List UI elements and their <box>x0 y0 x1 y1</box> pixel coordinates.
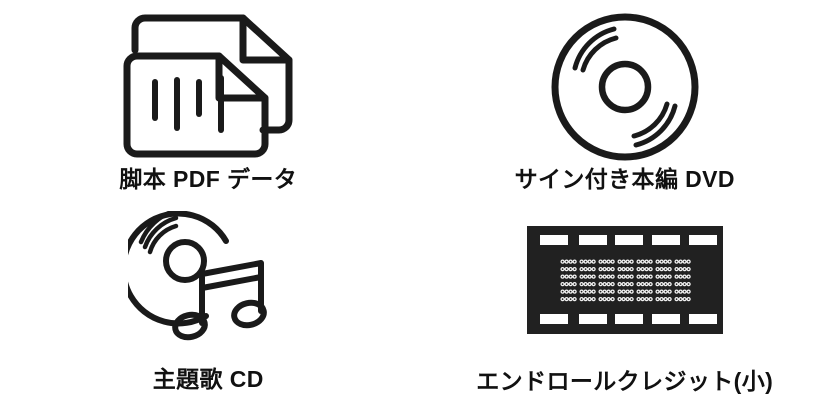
film-strip-credits-icon-graphic <box>526 226 723 334</box>
reward-item-end-roll-credit[interactable]: エンドロールクレジット(小) <box>417 208 833 417</box>
film-strip-credits-icon <box>417 208 833 344</box>
reward-item-theme-song-cd[interactable]: 主題歌 CD <box>0 208 417 417</box>
reward-item-label: 脚本 PDF データ <box>119 166 298 192</box>
disc-music-note-icon-graphic <box>128 211 268 341</box>
disc-dvd-icon-graphic <box>551 13 699 161</box>
reward-item-signed-dvd[interactable]: サイン付き本編 DVD <box>417 0 833 208</box>
reward-item-label: エンドロールクレジット(小) <box>476 368 774 394</box>
disc-music-note-icon <box>0 208 417 342</box>
documents-pdf-icon <box>0 0 417 162</box>
reward-item-label: 主題歌 CD <box>152 366 264 392</box>
reward-item-label: サイン付き本編 DVD <box>514 166 735 192</box>
documents-pdf-icon-graphic <box>123 14 293 158</box>
disc-dvd-icon <box>417 0 833 162</box>
reward-item-script-pdf[interactable]: 脚本 PDF データ <box>0 0 417 208</box>
